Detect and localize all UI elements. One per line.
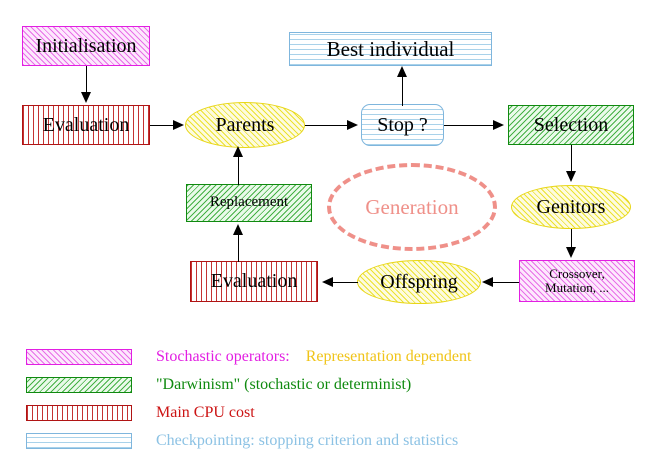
edge-evaluation-to-replacement bbox=[238, 230, 239, 262]
node-generation-label: Generation bbox=[365, 194, 459, 219]
legend-swatch-red-vertical-hatch bbox=[26, 405, 132, 421]
node-best-individual-label: Best individual bbox=[326, 36, 455, 61]
node-crossover-mutation-line1: Crossover, bbox=[549, 266, 605, 282]
edge-replacement-to-parents bbox=[238, 154, 239, 185]
legend-text: Stochastic operators: Representation dep… bbox=[156, 348, 471, 366]
edge-initialisation-to-evaluation bbox=[86, 66, 87, 94]
node-genitors-label: Genitors bbox=[536, 195, 606, 218]
node-parents[interactable]: Parents bbox=[185, 102, 305, 148]
node-initialisation[interactable]: Initialisation bbox=[22, 26, 150, 66]
node-stop[interactable]: Stop ? bbox=[361, 104, 444, 146]
node-evaluation-bottom[interactable]: Evaluation bbox=[190, 261, 318, 302]
arrowhead-crossover-to-offspring bbox=[482, 277, 493, 287]
legend-swatch-magenta-diagonal-hatch bbox=[26, 349, 132, 365]
node-evaluation-top[interactable]: Evaluation bbox=[22, 105, 150, 145]
node-evaluation-top-label: Evaluation bbox=[42, 113, 130, 136]
edge-crossover-to-offspring bbox=[492, 282, 519, 283]
edge-stop-to-selection bbox=[444, 125, 494, 126]
arrowhead-evaluation-to-parents bbox=[173, 120, 184, 130]
legend-row: Stochastic operators: Representation dep… bbox=[26, 344, 471, 370]
node-offspring-label: Offspring bbox=[380, 270, 458, 293]
edge-stop-to-best-individual bbox=[402, 72, 403, 106]
arrowhead-genitors-to-crossover bbox=[566, 247, 576, 258]
legend-swatch-green-diagonal-hatch bbox=[26, 377, 132, 393]
node-genitors[interactable]: Genitors bbox=[511, 185, 631, 229]
arrowhead-stop-to-best-individual bbox=[397, 66, 407, 77]
legend-row: "Darwinism" (stochastic or determinist) bbox=[26, 372, 411, 398]
node-stop-label: Stop ? bbox=[377, 113, 428, 136]
arrowhead-selection-to-genitors bbox=[566, 171, 576, 182]
arrowhead-offspring-to-evaluation bbox=[322, 277, 333, 287]
edge-evaluation-to-parents bbox=[150, 125, 176, 126]
node-selection[interactable]: Selection bbox=[508, 105, 634, 145]
legend-text-primary: Main CPU cost bbox=[156, 404, 255, 421]
edge-parents-to-stop bbox=[305, 125, 349, 126]
node-crossover-mutation[interactable]: Crossover, Mutation, ... bbox=[519, 260, 635, 302]
edge-genitors-to-crossover bbox=[571, 229, 572, 249]
node-parents-label: Parents bbox=[215, 113, 275, 136]
legend-text-primary: Stochastic operators: bbox=[156, 348, 290, 365]
node-selection-label: Selection bbox=[533, 113, 609, 136]
node-offspring[interactable]: Offspring bbox=[357, 260, 481, 304]
edge-selection-to-genitors bbox=[571, 145, 572, 173]
legend-text-secondary: Representation dependent bbox=[305, 348, 472, 365]
arrowhead-stop-to-selection bbox=[493, 120, 504, 130]
node-replacement-label: Replacement bbox=[209, 194, 289, 211]
arrowhead-initialisation-to-evaluation bbox=[81, 92, 91, 103]
node-initialisation-label: Initialisation bbox=[35, 34, 137, 57]
node-generation-loop: Generation bbox=[327, 163, 497, 251]
node-best-individual[interactable]: Best individual bbox=[289, 32, 492, 66]
edge-offspring-to-evaluation bbox=[333, 282, 358, 283]
legend-text-primary: Checkpointing: stopping criterion and st… bbox=[156, 432, 459, 449]
arrowhead-replacement-to-parents bbox=[233, 146, 243, 157]
node-crossover-mutation-line2: Mutation, ... bbox=[545, 280, 609, 295]
legend-text-primary: "Darwinism" (stochastic or determinist) bbox=[156, 376, 412, 393]
legend-row: Checkpointing: stopping criterion and st… bbox=[26, 428, 458, 454]
arrowhead-evaluation-to-replacement bbox=[233, 224, 243, 235]
node-evaluation-bottom-label: Evaluation bbox=[210, 270, 298, 292]
legend-row: Main CPU cost bbox=[26, 400, 255, 426]
arrowhead-parents-to-stop bbox=[347, 120, 358, 130]
node-replacement[interactable]: Replacement bbox=[186, 184, 312, 222]
legend-swatch-blue-horizontal-hatch bbox=[26, 433, 132, 449]
